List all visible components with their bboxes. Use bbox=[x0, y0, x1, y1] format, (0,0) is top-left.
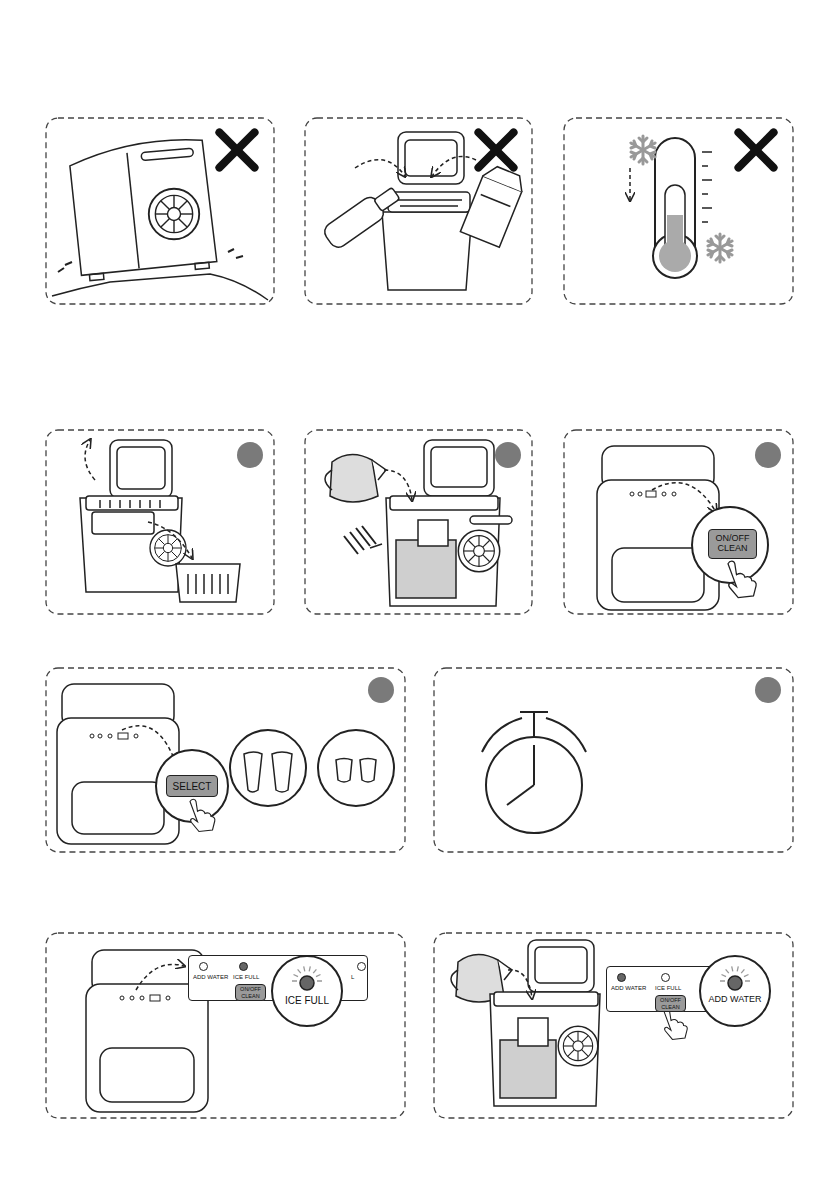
prohibited-mark bbox=[219, 132, 254, 167]
add-water bbox=[325, 440, 512, 606]
indicator-label: ICE FULL bbox=[273, 995, 341, 1006]
on-off-clean-button: ON/OFF CLEAN bbox=[655, 995, 686, 1012]
indicator-label: ADD WATER bbox=[611, 985, 646, 991]
indicator-label: ICE FULL bbox=[655, 985, 681, 991]
uneven-surface bbox=[52, 137, 268, 300]
indicator-label: ADD WATER bbox=[701, 995, 769, 1005]
indicator-light bbox=[617, 973, 626, 982]
snowflake bbox=[708, 234, 732, 262]
indicator-light bbox=[239, 962, 248, 971]
select-button: SELECT bbox=[166, 775, 218, 797]
button-label: ON/OFF CLEAN bbox=[656, 997, 685, 1009]
lit-indicator bbox=[287, 959, 327, 995]
prohibited-mark bbox=[478, 132, 513, 167]
button-label: ON/OFF CLEAN bbox=[236, 986, 265, 998]
snowflake bbox=[631, 136, 655, 164]
button-label: ON/OFF CLEAN bbox=[709, 534, 756, 554]
indicator-label: L bbox=[351, 974, 354, 980]
indicator-light bbox=[199, 962, 208, 971]
no-other-liquids bbox=[321, 132, 527, 290]
on-off-clean-button: ON/OFF CLEAN bbox=[235, 984, 266, 1001]
refill-water bbox=[451, 940, 687, 1106]
panel-frames bbox=[46, 118, 793, 1118]
indicator-label: ICE FULL bbox=[233, 974, 259, 980]
prohibited-mark bbox=[738, 132, 773, 167]
stopwatch bbox=[482, 712, 586, 833]
remove-basket bbox=[80, 440, 240, 602]
indicator-label: ADD WATER bbox=[193, 974, 228, 980]
indicator-light bbox=[661, 973, 670, 982]
on-off-clean-button: ON/OFF CLEAN bbox=[708, 529, 757, 559]
indicator-callout: ICE FULL bbox=[271, 955, 343, 1027]
indicator-light bbox=[357, 962, 366, 971]
power-on-top-view bbox=[597, 446, 768, 610]
lit-indicator bbox=[715, 959, 755, 995]
button-label: SELECT bbox=[173, 781, 212, 792]
indicator-callout: ADD WATER bbox=[699, 955, 771, 1027]
select-size bbox=[57, 684, 394, 844]
step-markers bbox=[237, 442, 781, 703]
